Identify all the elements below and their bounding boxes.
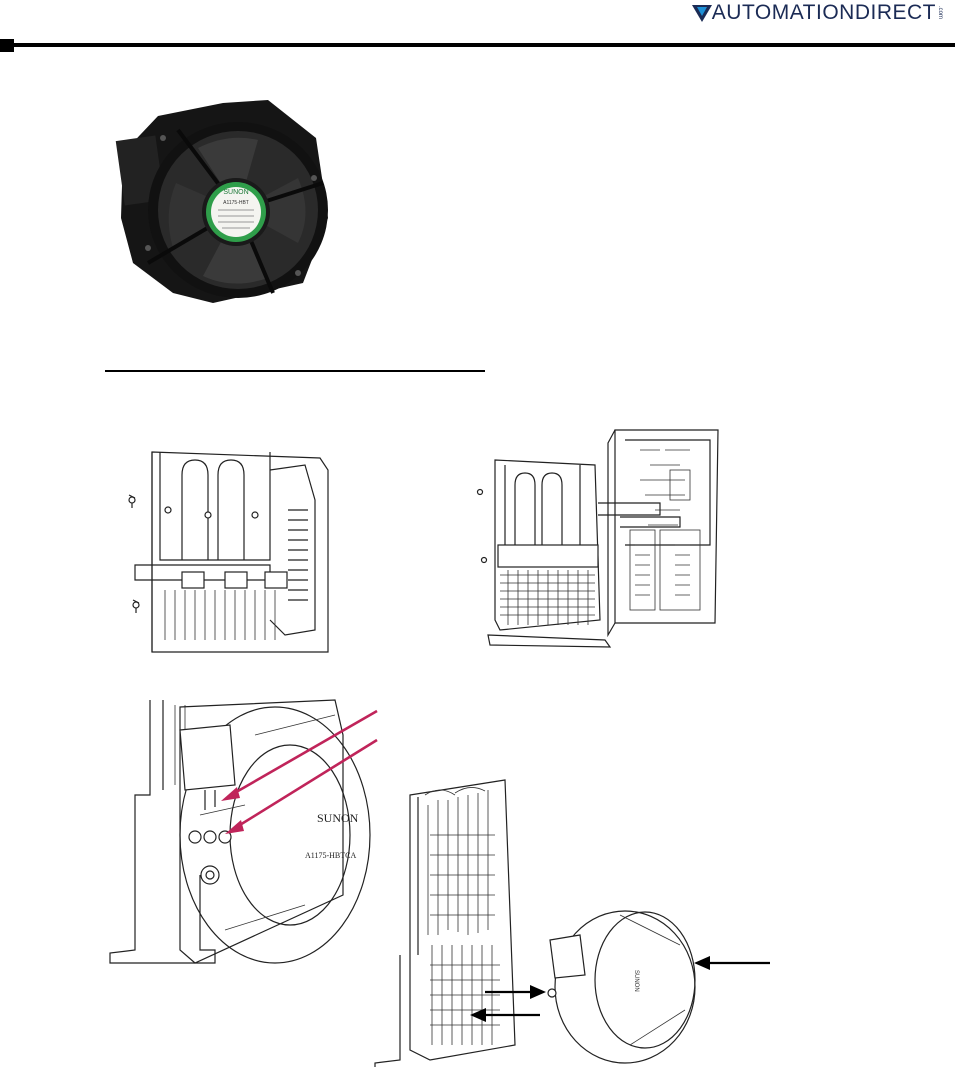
fan-removal-exploded-drawing: SUNON	[374, 779, 770, 1067]
drive-disassembly-drawing	[476, 429, 719, 648]
exploded-fan-brand-label: SUNON	[633, 970, 639, 992]
fan-photo-model-label: A1175-HBT	[223, 200, 249, 206]
logo-chevron-icon	[691, 5, 712, 22]
fan-photo-brand-label: SUNON	[223, 189, 248, 196]
header-rule	[0, 43, 955, 47]
drive-heatsink-drawing	[128, 451, 329, 653]
direction-arrow	[694, 956, 770, 970]
fan-photo: SUNON A1175-HBT	[115, 100, 328, 303]
fan-mounting-closeup-drawing: SUNON A1175-HBTCA	[109, 699, 378, 964]
screw-icon	[128, 494, 136, 508]
fan-drawing-model-label: A1175-HBTCA	[305, 851, 356, 860]
direction-arrow	[470, 1008, 540, 1022]
callout-arrow	[221, 709, 378, 801]
brand-name: AUTOMATIONDIRECT	[711, 1, 936, 24]
brand-logo: AUTOMATIONDIRECT .com	[691, 1, 943, 24]
section-underline	[105, 370, 485, 372]
brand-domain-suffix: .com	[937, 6, 943, 20]
fan-drawing-brand-label: SUNON	[317, 811, 359, 825]
header-rule-marker	[0, 39, 14, 52]
spring-coils	[288, 509, 308, 601]
screw-icon	[132, 599, 140, 613]
callout-arrow	[225, 738, 378, 834]
direction-arrow	[485, 985, 546, 999]
